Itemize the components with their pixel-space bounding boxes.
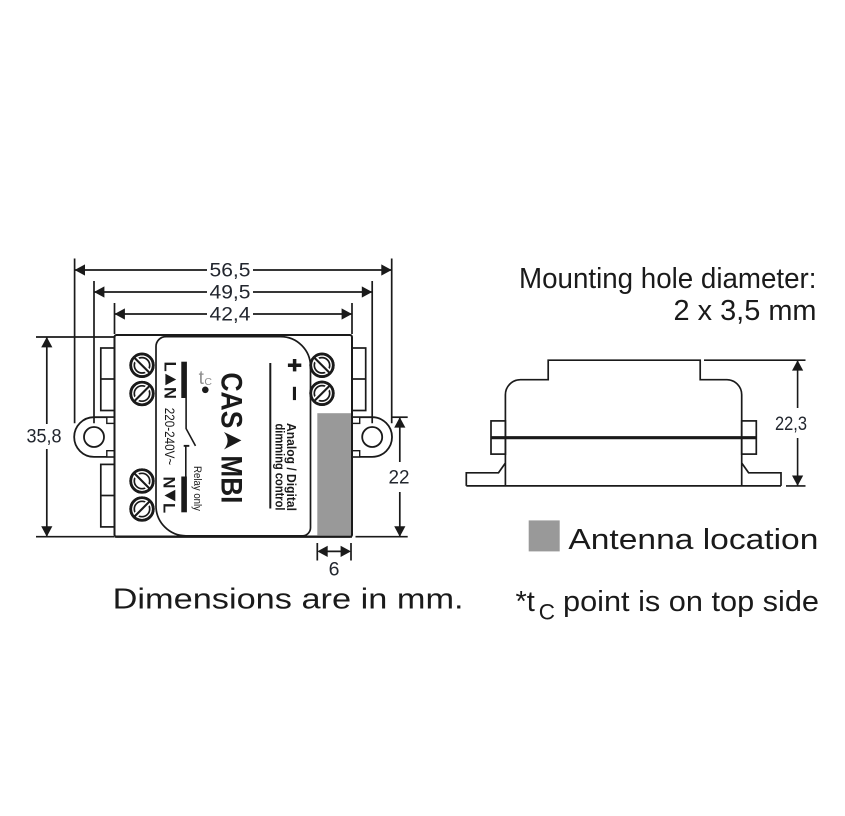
svg-text:2 x 3,5 mm: 2 x 3,5 mm [674,295,817,327]
svg-text:dimming control: dimming control [273,424,288,511]
svg-text:C: C [204,376,212,388]
svg-text:C: C [539,600,555,625]
svg-text:220-240V~: 220-240V~ [162,408,178,466]
svg-text:42,4: 42,4 [210,304,251,326]
svg-text:Antenna location: Antenna location [568,524,818,556]
svg-text:Dimensions are in mm.: Dimensions are in mm. [113,583,464,615]
svg-text:56,5: 56,5 [210,260,251,282]
svg-text:CAS: CAS [215,372,248,428]
svg-text:L: L [160,503,178,513]
svg-text:22,3: 22,3 [775,413,807,435]
svg-text:N: N [160,477,178,489]
svg-text:Mounting hole diameter:: Mounting hole diameter: [519,263,817,295]
svg-text:MBI: MBI [215,455,248,503]
svg-text:Relay only: Relay only [191,466,203,511]
svg-text:6: 6 [329,559,340,581]
svg-text:35,8: 35,8 [27,426,62,448]
svg-text:22: 22 [389,467,410,489]
svg-text:t: t [199,368,205,389]
svg-text:L: L [160,362,178,372]
svg-text:N: N [160,387,178,399]
svg-text:Analog / Digital: Analog / Digital [284,423,299,511]
svg-text:point is on top side: point is on top side [563,586,819,618]
svg-text:*t: *t [516,586,535,618]
svg-text:49,5: 49,5 [210,282,251,304]
